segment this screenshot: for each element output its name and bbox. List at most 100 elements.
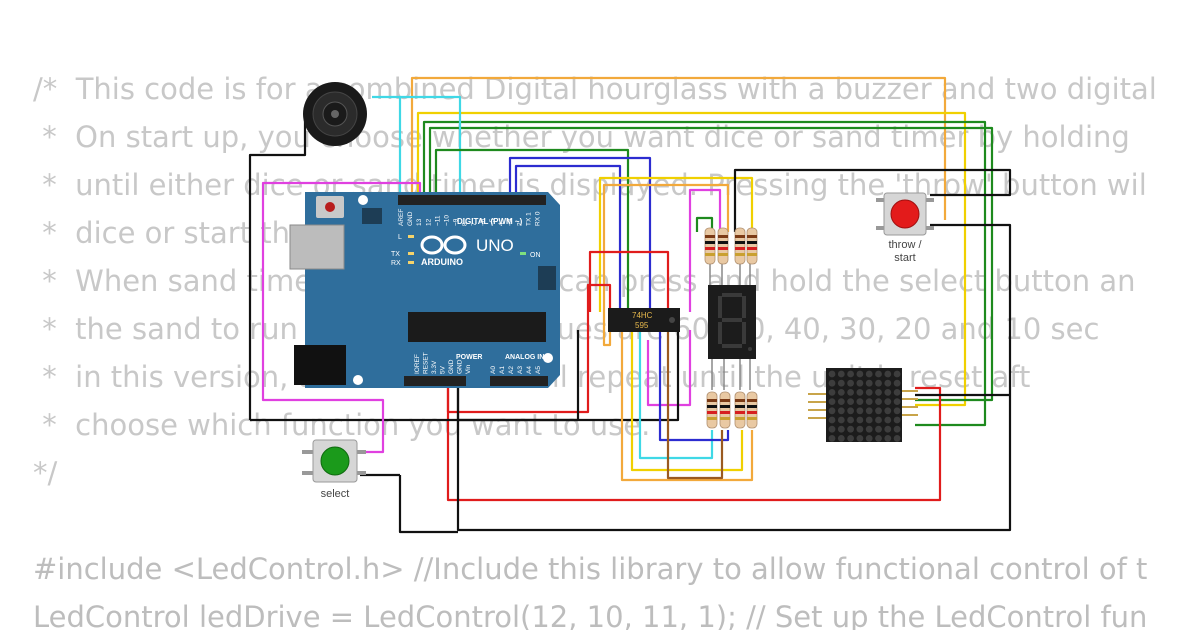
led-dot xyxy=(893,425,901,433)
pin-label: GND xyxy=(457,359,464,374)
led-dot xyxy=(856,389,864,396)
throw-button-cap[interactable] xyxy=(890,199,920,229)
matrix-pin xyxy=(808,393,828,395)
on-led xyxy=(520,252,526,255)
wire-black-bottom[interactable] xyxy=(456,223,1012,532)
led-dot xyxy=(884,407,892,415)
wire-blue-bottom[interactable] xyxy=(658,330,730,442)
led-dot xyxy=(893,370,901,378)
led-dot xyxy=(884,379,892,387)
wire-red-power[interactable] xyxy=(446,283,612,414)
led-dot xyxy=(875,407,882,415)
led-dot xyxy=(837,389,845,396)
icsp-header-2 xyxy=(538,266,556,290)
tx-led xyxy=(408,252,414,255)
select-button-cap[interactable] xyxy=(320,446,350,476)
wire-brown-bottom[interactable] xyxy=(666,330,724,480)
pin-label: AREF xyxy=(398,209,405,226)
wire-black-select[interactable] xyxy=(398,475,458,534)
wire-yellow-bottom[interactable] xyxy=(630,330,744,472)
led-dot xyxy=(856,407,864,415)
button-leg xyxy=(354,450,366,454)
matrix-pin xyxy=(808,417,828,419)
code-line: */ xyxy=(33,456,58,490)
shift-register-body xyxy=(608,308,680,332)
select-button[interactable]: select xyxy=(302,439,366,500)
led-dot xyxy=(856,398,864,405)
power-label: POWER xyxy=(456,354,482,361)
led-dot xyxy=(847,425,854,433)
pin-label: ~6 xyxy=(480,218,487,226)
throw-start-button[interactable]: throw / start xyxy=(876,192,934,264)
mount-hole xyxy=(358,195,368,205)
wire-magenta-select[interactable] xyxy=(261,181,422,454)
wire-red-sr[interactable] xyxy=(588,250,670,312)
led-dot xyxy=(837,398,845,405)
led-dot xyxy=(893,398,901,405)
led-matrix-8x8[interactable] xyxy=(808,368,918,442)
pin-label: ~10 xyxy=(444,215,451,226)
matrix-pin xyxy=(808,401,828,403)
led-dot xyxy=(875,370,882,378)
wire-blue[interactable] xyxy=(508,156,652,312)
uno-logo-text: UNO xyxy=(476,236,514,255)
code-line: * dice or start the xyxy=(33,216,308,250)
wire-green-small[interactable] xyxy=(695,216,714,232)
resistor xyxy=(746,391,758,429)
digital-header[interactable] xyxy=(398,195,546,205)
wire-red-matrix[interactable] xyxy=(446,385,942,502)
analog-header[interactable] xyxy=(490,376,548,386)
resistor xyxy=(734,227,746,265)
wire-yellow-right[interactable] xyxy=(598,176,754,312)
led-dot xyxy=(837,435,845,442)
tx-led-label: TX xyxy=(391,251,400,258)
led-dot xyxy=(893,416,901,424)
pin-label: RX 0 xyxy=(535,211,542,226)
resistor xyxy=(719,391,731,429)
pin-label: GND xyxy=(407,211,414,226)
buzzer[interactable] xyxy=(303,82,367,146)
led-dot xyxy=(847,398,854,405)
led-dot xyxy=(875,398,882,405)
power-header[interactable] xyxy=(404,376,466,386)
led-dot xyxy=(875,425,882,433)
code-line: * choose which function you want to use. xyxy=(33,408,651,442)
seven-segment-display[interactable] xyxy=(708,285,756,359)
pin-label: TX 1 xyxy=(525,212,532,226)
wire-blue-2[interactable] xyxy=(514,164,622,312)
wire-green-short[interactable] xyxy=(434,148,630,312)
wire-black-left[interactable] xyxy=(250,330,680,422)
wire-green-long-2[interactable] xyxy=(428,126,994,402)
led-dot xyxy=(828,398,836,405)
code-line: LedControl ledDrive = LedControl(12, 10,… xyxy=(33,600,1148,630)
wire-cyan-buzzer[interactable] xyxy=(398,95,462,200)
led-dot xyxy=(856,425,864,433)
reset-button-cap xyxy=(325,202,335,212)
led-dot xyxy=(893,407,901,415)
wire-cyan-bottom[interactable] xyxy=(638,330,714,460)
led-dot xyxy=(865,416,873,424)
wire-orange-bottom[interactable] xyxy=(620,330,754,482)
arduino-uno[interactable]: DIGITAL (PWM ~) UNO ARDUINO ON L TX RX P… xyxy=(289,192,560,388)
mount-hole xyxy=(353,375,363,385)
wire-orange-top[interactable] xyxy=(410,76,947,220)
led-dot xyxy=(893,435,901,442)
wire-yellow-top[interactable] xyxy=(416,111,967,407)
matrix-pin xyxy=(900,390,918,392)
pin-label: GND xyxy=(448,359,455,374)
wire-green-long[interactable] xyxy=(422,120,987,427)
wire-black-buzzer[interactable] xyxy=(248,120,307,420)
led-dot xyxy=(828,379,836,387)
wire-orange-sr[interactable] xyxy=(602,183,730,347)
shift-register-74hc595[interactable]: 74HC 595 xyxy=(608,308,680,332)
arduino-logo-icon xyxy=(420,235,467,255)
led-dot xyxy=(893,389,901,396)
shift-register-label-2: 595 xyxy=(635,321,649,330)
pin-label: A5 xyxy=(535,366,542,374)
wire-magenta-right[interactable] xyxy=(688,188,722,312)
throw-button-label-2: start xyxy=(894,252,915,264)
led-dot xyxy=(865,407,873,415)
led-dot xyxy=(875,389,882,396)
wire-black-throw[interactable] xyxy=(733,168,1012,232)
